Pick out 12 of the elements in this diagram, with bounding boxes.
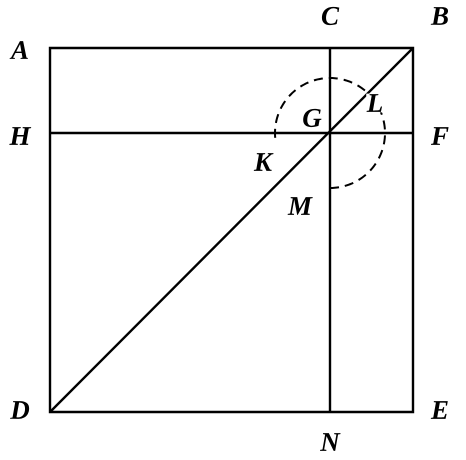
- point-label: E: [430, 400, 450, 420]
- point-label: B: [430, 6, 450, 26]
- point-label: C: [320, 6, 340, 26]
- point-label: A: [10, 40, 30, 60]
- point-label: N: [320, 432, 341, 452]
- point-label: K: [254, 152, 274, 172]
- point-label: L: [366, 94, 384, 112]
- point-label: G: [302, 108, 322, 128]
- point-label: H: [9, 126, 32, 146]
- point-label: M: [288, 196, 313, 216]
- point-label: F: [430, 126, 450, 146]
- point-label: D: [10, 400, 30, 420]
